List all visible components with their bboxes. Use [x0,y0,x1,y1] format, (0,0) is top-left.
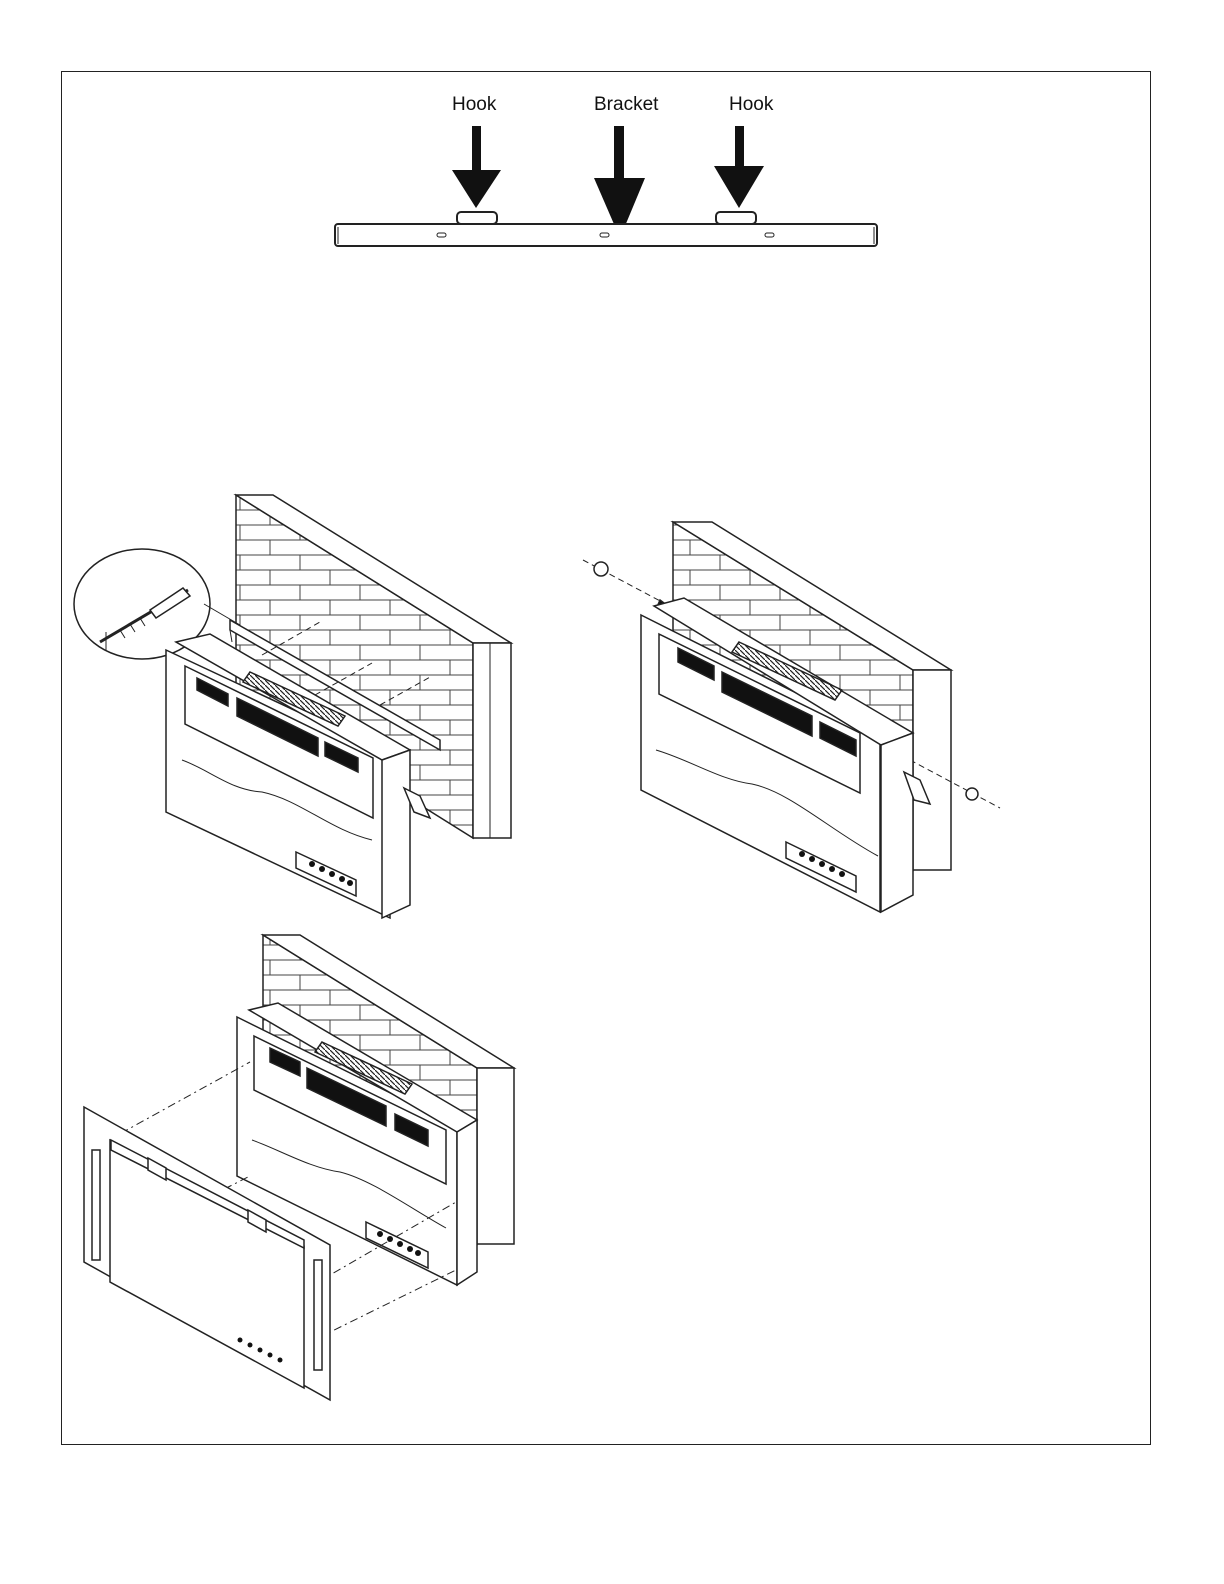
step2-illustration [583,522,1000,912]
screw-left [594,562,608,576]
step1-illustration [74,495,511,918]
hook-arrow-right [714,126,764,208]
screw-right [966,788,978,800]
step3-illustration [84,935,514,1400]
bracket-diagram [335,126,877,246]
bracket-arrow [594,126,645,238]
hook-arrow-left [452,126,501,208]
hook-right-shape [716,212,756,224]
bracket-bar [335,224,877,246]
hook-left-shape [457,212,497,224]
